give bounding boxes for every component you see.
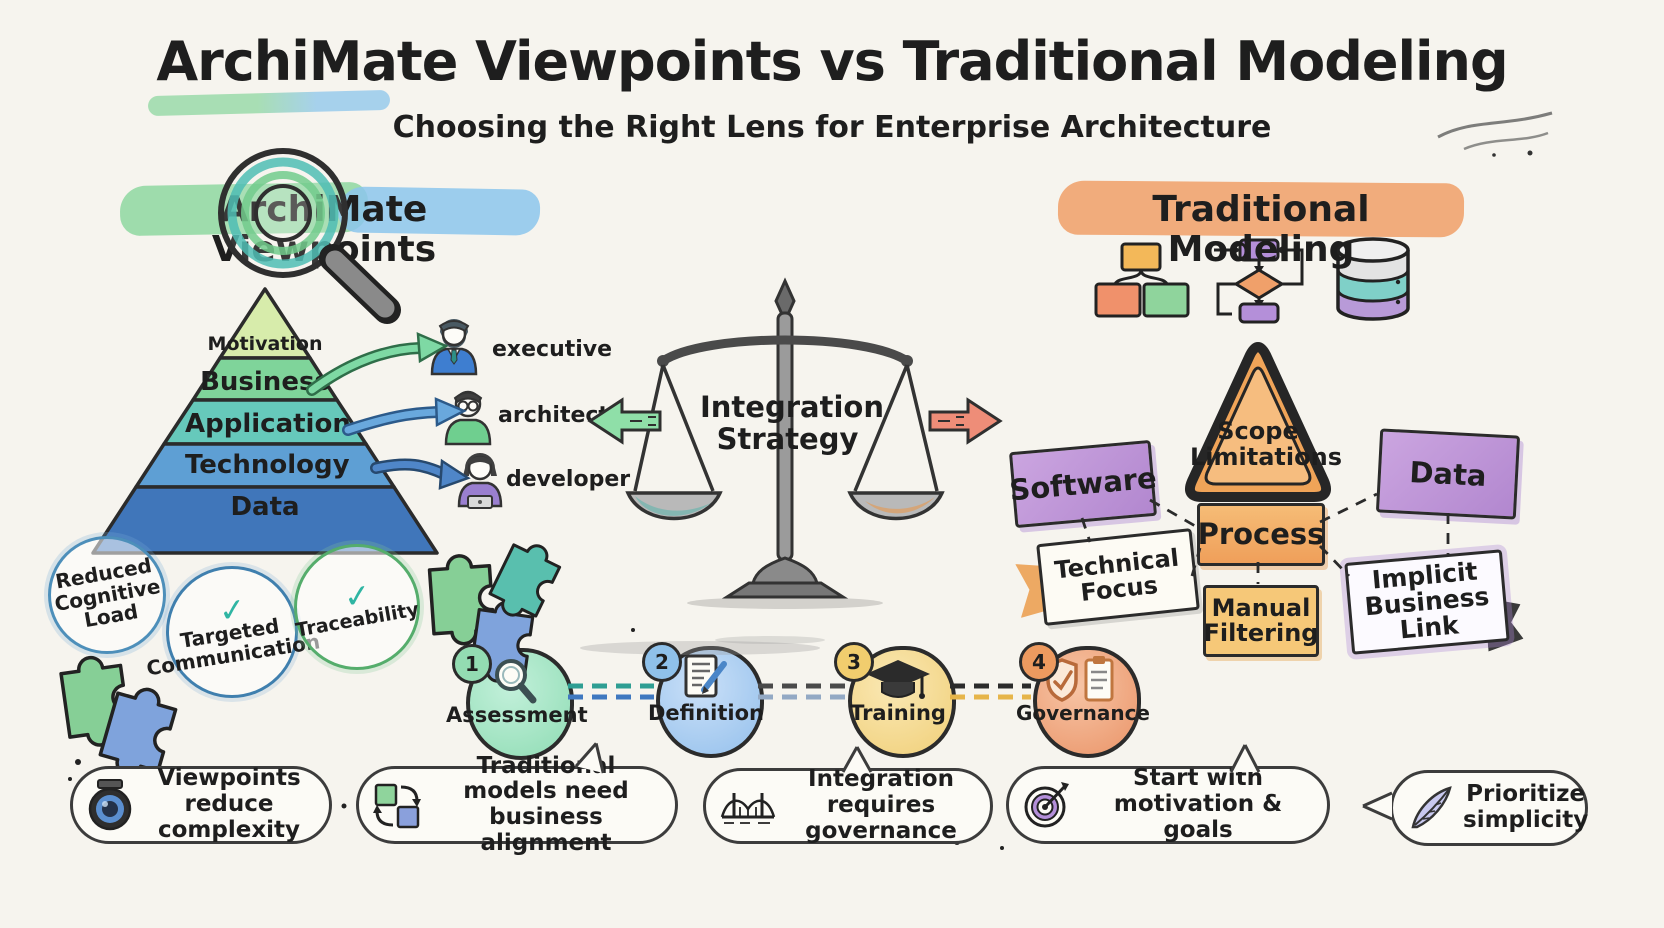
scope-limitations-label: Scope Limitations xyxy=(1190,417,1342,472)
magnifier-icon xyxy=(218,148,401,324)
node-implicit-business-link: Implicit Business Link xyxy=(1344,549,1510,655)
integration-strategy-label: Integration Strategy xyxy=(700,390,884,456)
target-icon xyxy=(1024,782,1069,828)
node-manual-filtering: Manual Filtering xyxy=(1203,585,1319,657)
training-graduation-cap-icon xyxy=(866,660,930,699)
node-data: Data xyxy=(1375,428,1521,520)
takeaway-text: Viewpoints reduce complexity xyxy=(157,765,301,843)
bubble-tail-left xyxy=(1362,791,1393,821)
step-label-definition: Definition xyxy=(647,701,764,725)
benefit-label: Reduced Cognitive Load xyxy=(52,552,162,633)
step-connectors xyxy=(568,683,1031,700)
bridge-icon xyxy=(720,793,776,824)
pyramid-label-data: Data xyxy=(230,492,300,522)
architect-avatar xyxy=(444,390,492,446)
lens-icon xyxy=(88,779,132,831)
step-label-assessment: Assessment xyxy=(446,703,588,727)
takeaway-bubble-motivation: Start with motivation & goals xyxy=(1006,765,1330,844)
flowchart-icon xyxy=(1214,238,1304,324)
bubble-tail-up xyxy=(574,742,605,774)
page-subtitle: Choosing the Right Lens for Enterprise A… xyxy=(392,110,1272,145)
benefit-targeted-communication: ✓ Targeted Communication xyxy=(145,566,322,698)
bubble-tail-up xyxy=(1229,744,1261,773)
assessment-magnifier-icon xyxy=(495,659,537,704)
executive-avatar xyxy=(430,319,478,376)
takeaway-text: Start with motivation & goals xyxy=(1113,765,1283,843)
sync-puzzle-icon xyxy=(373,783,421,829)
step-label-training: Training xyxy=(850,701,946,725)
benefit-reduced-cognitive-load: Reduced Cognitive Load xyxy=(48,536,166,654)
developer-label: developer xyxy=(506,467,631,492)
takeaway-bubble-alignment: Traditional models need business alignme… xyxy=(356,753,678,856)
page-title: ArchiMate Viewpoints vs Traditional Mode… xyxy=(156,30,1508,93)
architect-label: architect xyxy=(498,403,609,428)
balance-scale xyxy=(625,277,945,609)
node-technical-focus: Technical Focus xyxy=(1036,528,1200,626)
decorative-scribble xyxy=(1437,111,1553,157)
takeaway-text: Prioritize simplicity xyxy=(1463,781,1589,833)
step-badge-2: 2 xyxy=(642,642,682,682)
pyramid-label-motivation: Motivation xyxy=(207,333,323,355)
feather-icon xyxy=(1411,786,1452,829)
takeaway-text: Traditional models need business alignme… xyxy=(463,752,629,856)
benefit-traceability: ✓ Traceability xyxy=(294,544,420,670)
node-process: Process xyxy=(1197,503,1325,566)
database-icon xyxy=(1336,237,1410,321)
developer-avatar xyxy=(457,453,503,509)
traditional-section-heading: Traditional Modeling xyxy=(1152,189,1370,270)
bubble-tail-up xyxy=(841,746,873,773)
step-badge-4: 4 xyxy=(1019,642,1059,682)
step-badge-1: 1 xyxy=(452,644,492,684)
viewpoint-pyramid xyxy=(91,287,439,555)
takeaway-text: Integration requires governance xyxy=(805,766,957,844)
node-software: Software xyxy=(1008,439,1158,529)
definition-document-icon xyxy=(684,654,727,698)
takeaway-bubble-governance: Integration requires governance xyxy=(703,766,993,844)
takeaway-bubble-viewpoints: Viewpoints reduce complexity xyxy=(70,765,332,844)
pyramid-layer-data xyxy=(91,485,439,555)
org-chart-icon xyxy=(1094,242,1190,318)
executive-label: executive xyxy=(492,337,613,362)
takeaway-bubble-simplicity: Prioritize simplicity xyxy=(1390,770,1588,846)
pyramid-label-technology: Technology xyxy=(185,450,350,480)
step-label-governance: Governance xyxy=(1015,701,1150,725)
step-badge-3: 3 xyxy=(834,642,874,682)
pyramid-label-application: Application xyxy=(185,409,351,439)
pyramid-label-business: Business xyxy=(200,367,330,397)
